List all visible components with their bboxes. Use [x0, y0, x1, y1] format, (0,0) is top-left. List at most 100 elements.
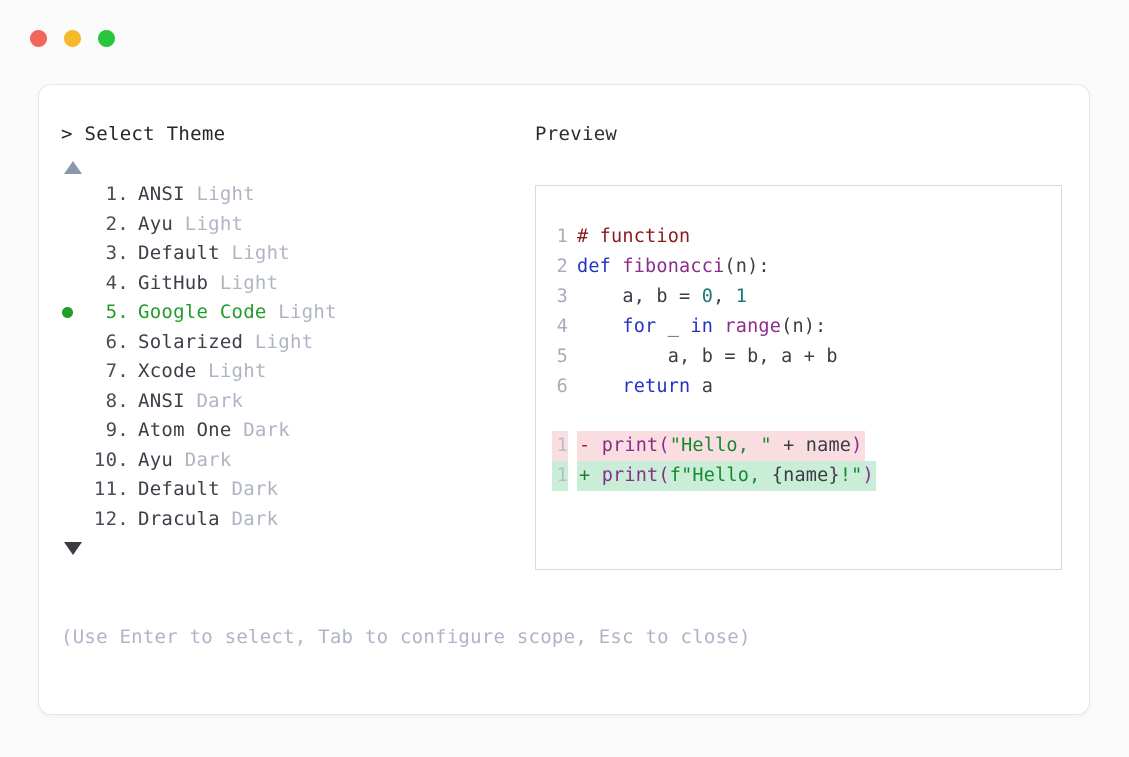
- code-token: ): [851, 435, 863, 456]
- theme-list-item[interactable]: 1. ANSI Light: [61, 180, 531, 210]
- spacer: [129, 298, 138, 328]
- window-titlebar: [30, 30, 115, 47]
- line-number: 5: [556, 346, 568, 367]
- code-line: 1# function: [552, 222, 1053, 252]
- line-number: 3: [556, 286, 568, 307]
- theme-list-item[interactable]: 6. Solarized Light: [61, 328, 531, 358]
- spacer: [220, 239, 232, 269]
- theme-item-index: 6.: [105, 330, 129, 353]
- theme-item-name: Atom One: [138, 419, 232, 441]
- spacer: [129, 387, 138, 417]
- code-token: {name}: [771, 465, 840, 486]
- spacer: [173, 210, 185, 240]
- theme-item-variant: Dark: [243, 419, 290, 441]
- spacer: [208, 269, 220, 299]
- spacer: [267, 298, 279, 328]
- theme-item-variant: Dark: [231, 478, 279, 500]
- theme-item-name: GitHub: [138, 271, 209, 294]
- code-token: print: [601, 435, 659, 456]
- theme-list-item[interactable]: 3. Default Light: [61, 239, 531, 269]
- theme-list-item[interactable]: 5. Google Code Light: [61, 298, 531, 328]
- line-number: 1: [552, 431, 568, 461]
- code-token: def: [577, 256, 623, 277]
- selection-bullet-cell: [61, 307, 87, 319]
- line-number: 1: [556, 226, 568, 247]
- theme-item-name: Ayu: [138, 212, 174, 235]
- code-token: return: [622, 376, 691, 397]
- diff-block: 1- print("Hello, " + name)1+ print(f"Hel…: [552, 431, 1053, 491]
- theme-item-variant: Light: [208, 360, 267, 382]
- theme-item-variant: Light: [231, 242, 290, 264]
- code-token: 1: [735, 286, 748, 307]
- theme-list-item[interactable]: 7. Xcode Light: [61, 357, 531, 387]
- theme-item-index: 8.: [105, 389, 129, 412]
- code-line-content: for _ in range(n):: [577, 312, 826, 342]
- theme-list-item[interactable]: 4. GitHub Light: [61, 269, 531, 299]
- theme-list-item[interactable]: 9. Atom One Dark: [61, 416, 531, 446]
- theme-item-index: 3.: [105, 242, 129, 264]
- theme-item-name: ANSI: [138, 183, 185, 205]
- theme-item-index: 1.: [105, 183, 129, 205]
- code-line: 3 a, b = 0, 1: [552, 282, 1053, 312]
- code-token: _: [656, 316, 691, 337]
- theme-list-item[interactable]: 10. Ayu Dark: [61, 446, 531, 476]
- theme-list-item[interactable]: 12. Dracula Dark: [61, 505, 531, 535]
- code-token: [577, 376, 622, 397]
- code-token: a: [690, 376, 714, 397]
- theme-item-index: 11.: [93, 478, 129, 500]
- theme-item-index: 7.: [105, 360, 129, 382]
- scroll-up-icon[interactable]: [64, 161, 82, 174]
- spacer: [129, 505, 138, 535]
- theme-item-name: Dracula: [138, 507, 220, 530]
- theme-item-name: Solarized: [138, 330, 244, 353]
- code-token: ): [862, 465, 874, 486]
- theme-item-variant: Dark: [231, 507, 279, 530]
- code-token: [713, 316, 724, 337]
- theme-item-index: 10.: [93, 448, 129, 471]
- code-token: + name: [771, 435, 852, 456]
- code-line-content: a, b = 0, 1: [577, 282, 747, 312]
- theme-list-item[interactable]: 11. Default Dark: [61, 475, 531, 505]
- diff-sign: -: [579, 435, 602, 456]
- maximize-window-button[interactable]: [98, 30, 115, 47]
- theme-item-index: 12.: [93, 507, 129, 530]
- spacer: [129, 239, 138, 269]
- code-token: (n):: [724, 256, 770, 277]
- code-line-content: def fibonacci(n):: [577, 252, 770, 282]
- code-line-content: a, b = b, a + b: [577, 342, 838, 372]
- spacer: [129, 210, 138, 240]
- theme-item-index: 2.: [105, 212, 129, 235]
- close-window-button[interactable]: [30, 30, 47, 47]
- spacer: [129, 475, 138, 505]
- scroll-down-icon[interactable]: [64, 542, 82, 555]
- code-token: (n):: [781, 316, 827, 337]
- code-token: print: [601, 465, 659, 486]
- spacer: [129, 328, 138, 358]
- theme-list-item[interactable]: 2. Ayu Light: [61, 210, 531, 240]
- code-token: "Hello,: [681, 465, 772, 486]
- spacer: [243, 328, 255, 358]
- select-theme-prompt: > Select Theme: [61, 123, 226, 145]
- code-line-content: return a: [577, 372, 713, 402]
- keyboard-hint: (Use Enter to select, Tab to configure s…: [61, 626, 751, 648]
- spacer: [185, 180, 197, 210]
- theme-item-name: Default: [138, 242, 220, 264]
- diff-line-del: 1- print("Hello, " + name): [552, 431, 1053, 461]
- spacer: [220, 505, 232, 535]
- selected-bullet-icon: [62, 307, 73, 319]
- theme-list-item[interactable]: 8. ANSI Dark: [61, 387, 531, 417]
- spacer: [129, 446, 138, 476]
- theme-item-index: 4.: [105, 271, 129, 294]
- diff-sign: +: [579, 465, 602, 486]
- minimize-window-button[interactable]: [64, 30, 81, 47]
- theme-item-name: Ayu: [138, 448, 174, 471]
- line-number: 1: [552, 461, 568, 491]
- spacer: [185, 387, 197, 417]
- code-token: fibonacci: [622, 256, 725, 277]
